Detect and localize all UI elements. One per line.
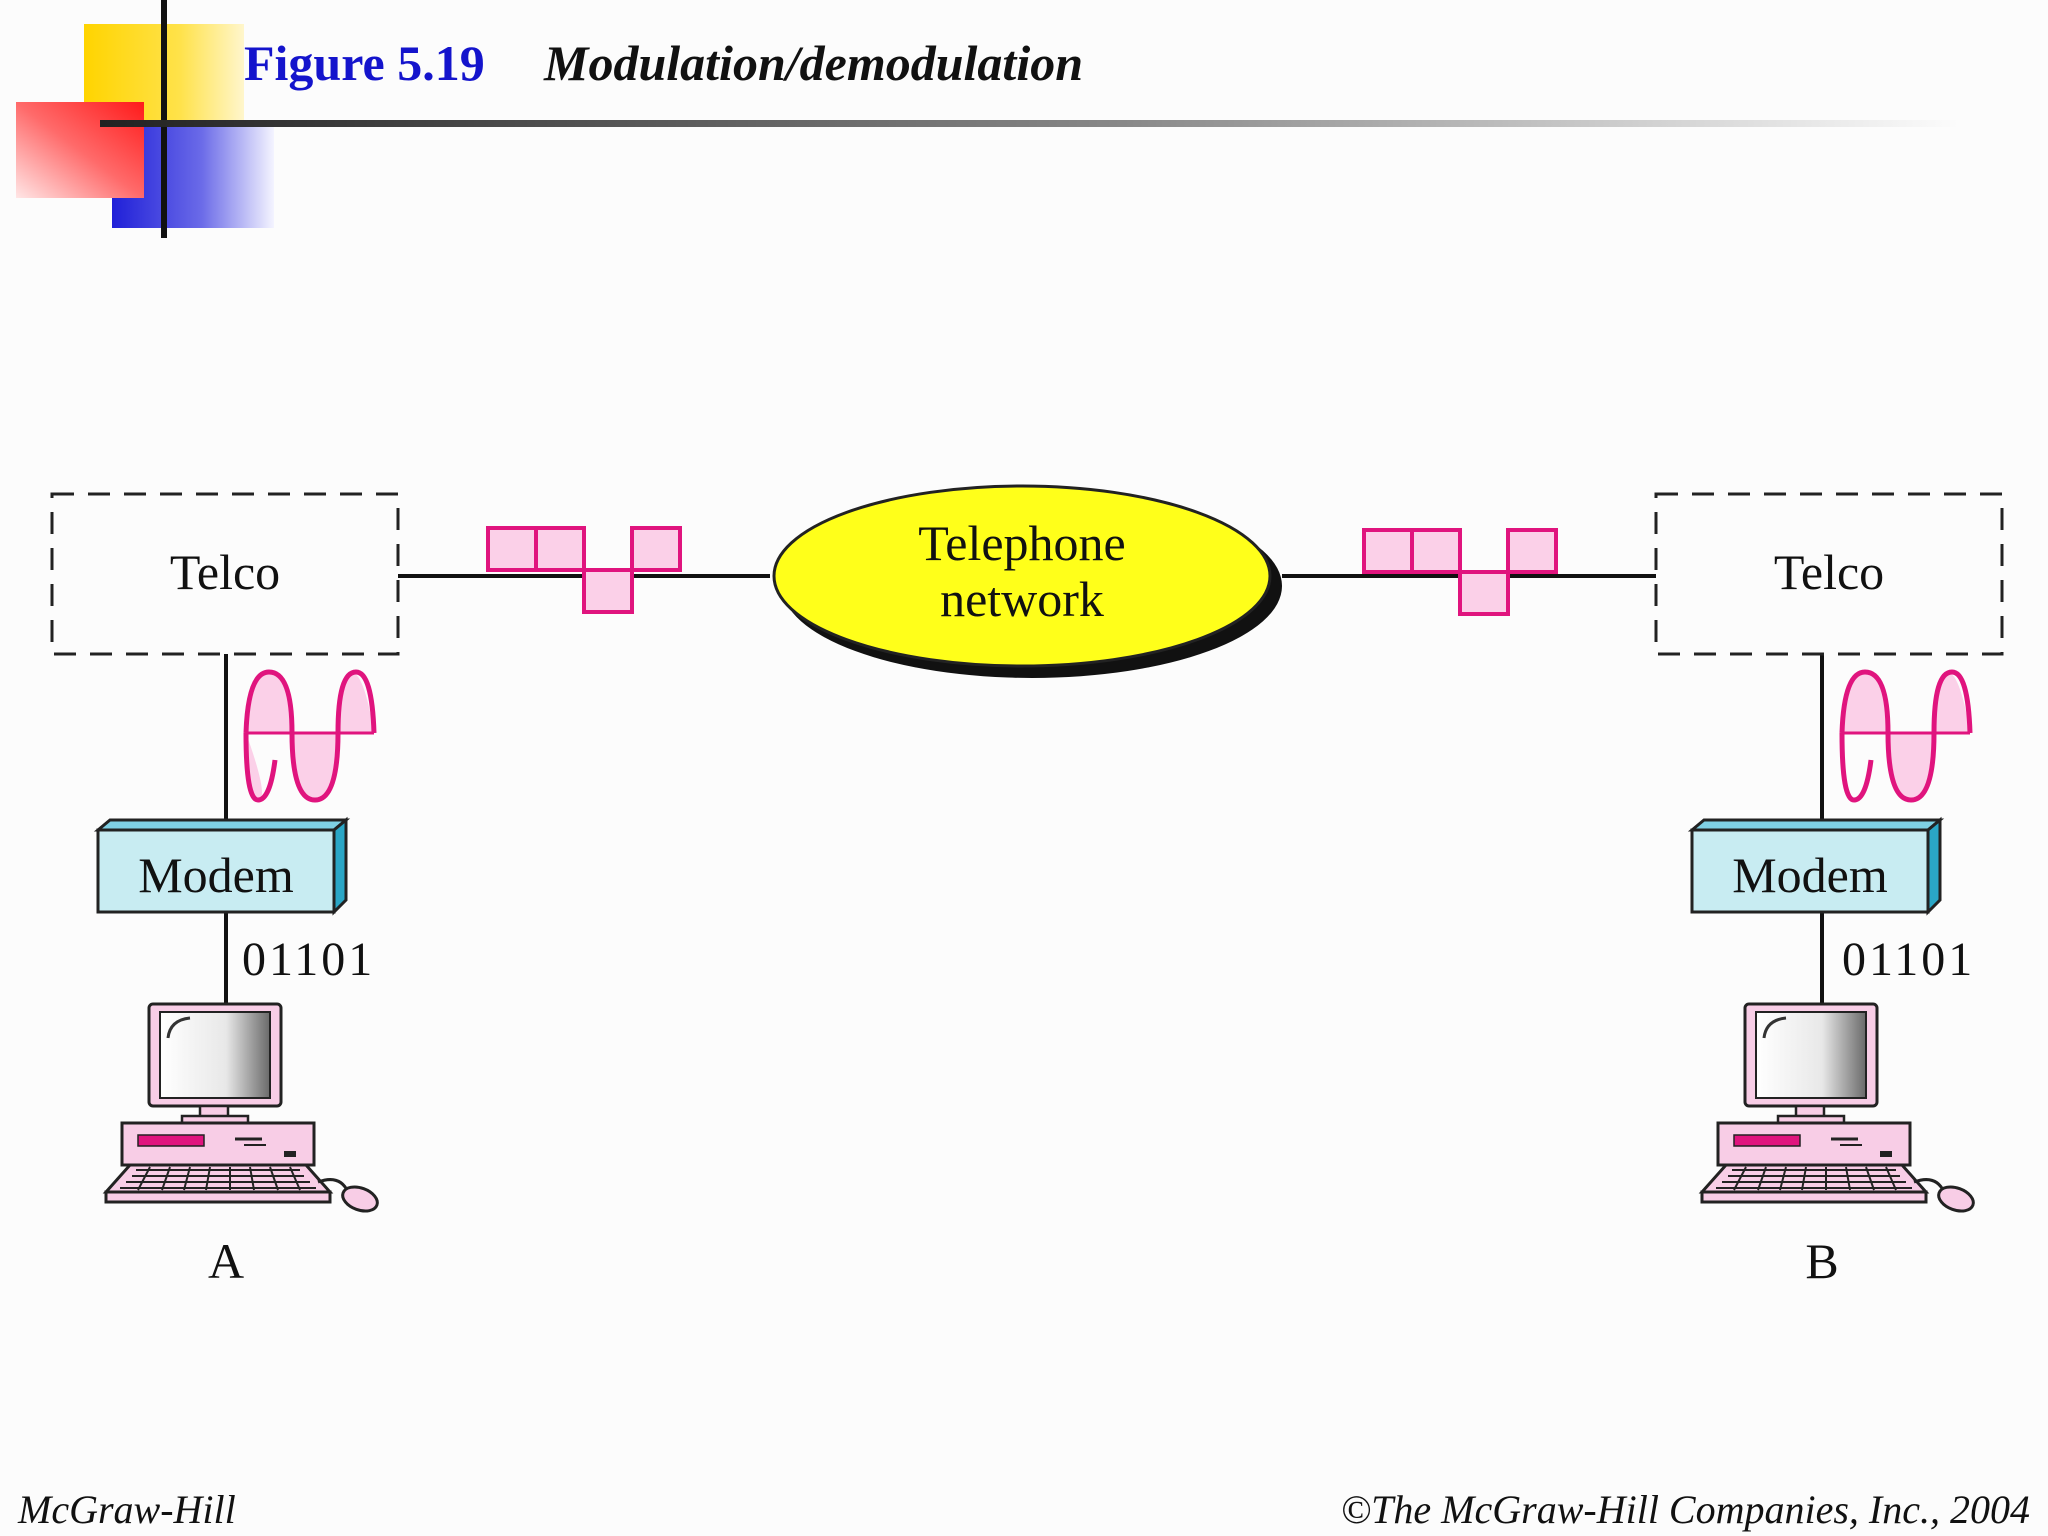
computer-icon-right (1700, 1002, 1979, 1217)
digital-signal-right (1362, 528, 1558, 616)
figure-title: Modulation/demodulation (544, 35, 1084, 91)
modem-label-left: Modem (138, 847, 294, 903)
telco-label-left: Telco (170, 544, 280, 600)
figure-number: Figure 5.19 (244, 35, 485, 91)
corner-decoration (16, 0, 1960, 238)
modem-right (1687, 816, 1945, 916)
analog-signal-left (243, 669, 377, 803)
modem-left (93, 816, 351, 916)
modem-label-right: Modem (1732, 847, 1888, 903)
computer-icon-left (104, 1002, 383, 1217)
digital-signal-left (486, 526, 682, 614)
telephone-network-node (772, 484, 1282, 678)
footer-publisher: McGraw-Hill (18, 1487, 236, 1532)
bits-label-right: 01101 (1842, 933, 1975, 986)
footer-copyright: ©The McGraw-Hill Companies, Inc., 2004 (1340, 1487, 2030, 1532)
station-label-b: B (1805, 1233, 1838, 1289)
telco-label-right: Telco (1774, 544, 1884, 600)
station-label-a: A (208, 1233, 244, 1289)
network-label-line1: Telephone (918, 515, 1126, 571)
analog-signal-right (1839, 669, 1973, 803)
bits-label-left: 01101 (242, 933, 375, 986)
network-label-line2: network (940, 571, 1104, 627)
